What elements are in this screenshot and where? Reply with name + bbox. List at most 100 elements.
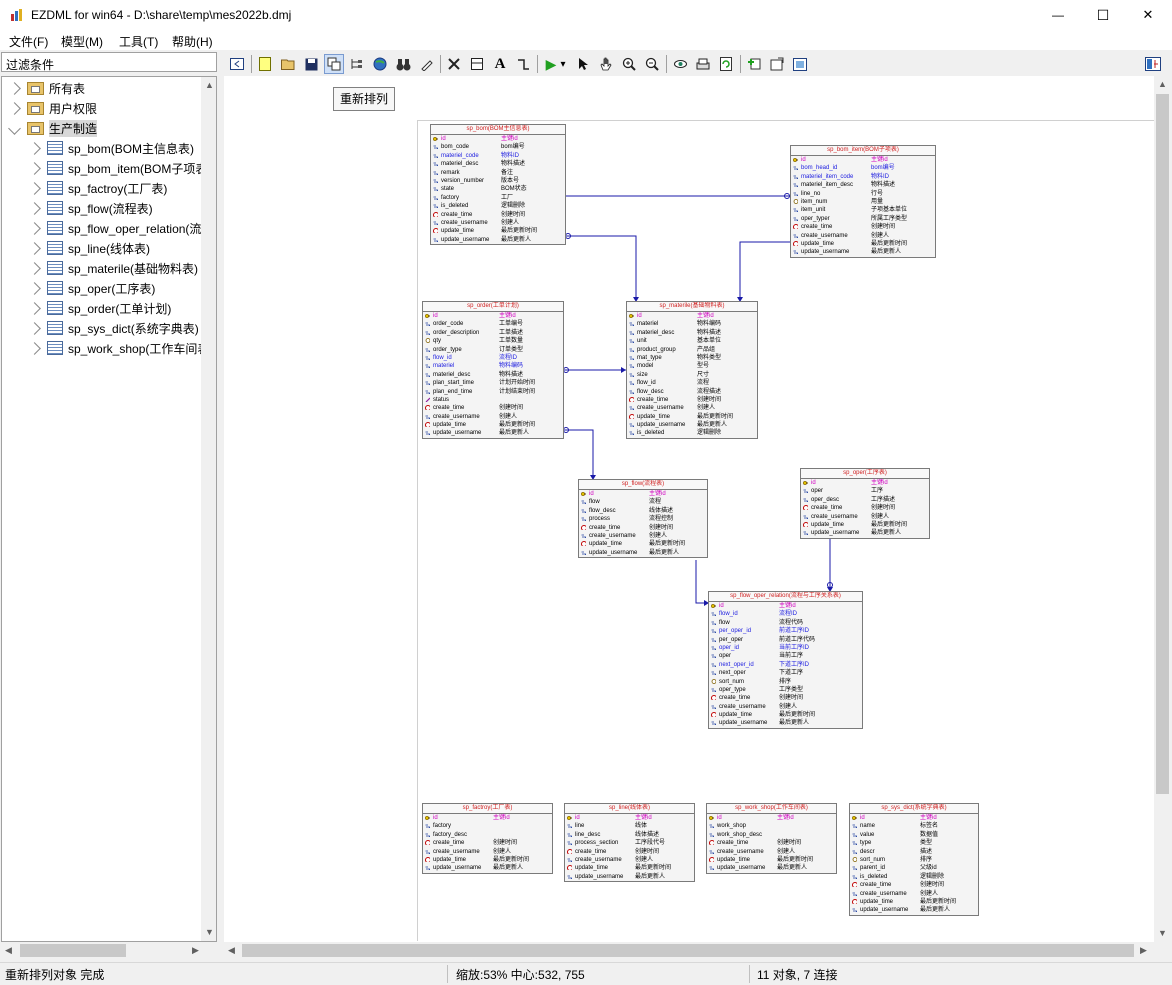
chevron-right-icon[interactable] <box>28 321 41 335</box>
layout-tree-button[interactable] <box>347 54 367 74</box>
tree-horizontal-scrollbar[interactable]: ◀ ▶ <box>2 942 216 959</box>
find-button[interactable] <box>393 54 413 74</box>
canvas-vertical-scrollbar[interactable]: ▲ ▼ <box>1154 76 1171 942</box>
refresh-button[interactable] <box>716 54 736 74</box>
chevron-right-icon[interactable] <box>28 241 41 255</box>
tree-item[interactable]: sp_flow(流程表) <box>28 198 153 218</box>
zoom-out-button[interactable] <box>642 54 662 74</box>
tree-item[interactable]: sp_bom_item(BOM子项表) <box>28 158 211 178</box>
scroll-down-icon[interactable]: ▼ <box>205 927 214 937</box>
scroll-up-icon[interactable]: ▲ <box>205 80 214 90</box>
canvas-hscroll-thumb[interactable] <box>242 944 1134 957</box>
tree-item[interactable]: sp_sys_dict(系统字典表) <box>28 318 199 338</box>
canvas-scroll-down-icon[interactable]: ▼ <box>1158 928 1167 938</box>
properties-button[interactable] <box>767 54 787 74</box>
view-button[interactable] <box>670 54 690 74</box>
chevron-right-icon[interactable] <box>8 81 21 95</box>
print-button[interactable] <box>693 54 713 74</box>
toggle-view-button[interactable] <box>1143 54 1163 74</box>
tree-item[interactable]: sp_order(工单计划) <box>28 298 171 318</box>
entity-field[interactable]: status <box>423 396 563 404</box>
run-dropdown-button[interactable]: ▾ <box>557 54 569 74</box>
pen-button[interactable] <box>416 54 436 74</box>
tree-folder[interactable]: 用户权限 <box>8 98 97 118</box>
select-tool-button[interactable] <box>573 54 593 74</box>
tree-folder[interactable]: 所有表 <box>8 78 85 98</box>
add-field-button[interactable] <box>744 54 764 74</box>
scroll-right-icon[interactable]: ▶ <box>192 945 199 955</box>
chevron-right-icon[interactable] <box>28 301 41 315</box>
chevron-right-icon[interactable] <box>8 101 21 115</box>
run-button[interactable]: ▶ <box>541 54 561 74</box>
tree-item[interactable]: sp_factroy(工厂表) <box>28 178 167 198</box>
canvas-scroll-up-icon[interactable]: ▲ <box>1158 79 1167 89</box>
menu-file[interactable]: 文件(F) <box>9 35 49 49</box>
entity-field[interactable]: factory_desc <box>423 831 552 839</box>
maximize-button[interactable]: ☐ <box>1080 0 1126 30</box>
tree-hscroll-thumb[interactable] <box>20 944 126 957</box>
new-button[interactable] <box>255 54 275 74</box>
entity-field[interactable]: factory <box>423 822 552 830</box>
tree-item[interactable]: sp_bom(BOM主信息表) <box>28 138 194 158</box>
chevron-right-icon[interactable] <box>28 281 41 295</box>
chevron-right-icon[interactable] <box>28 201 41 215</box>
toggle-panel-button[interactable] <box>227 54 247 74</box>
fullscreen-button[interactable] <box>790 54 810 74</box>
